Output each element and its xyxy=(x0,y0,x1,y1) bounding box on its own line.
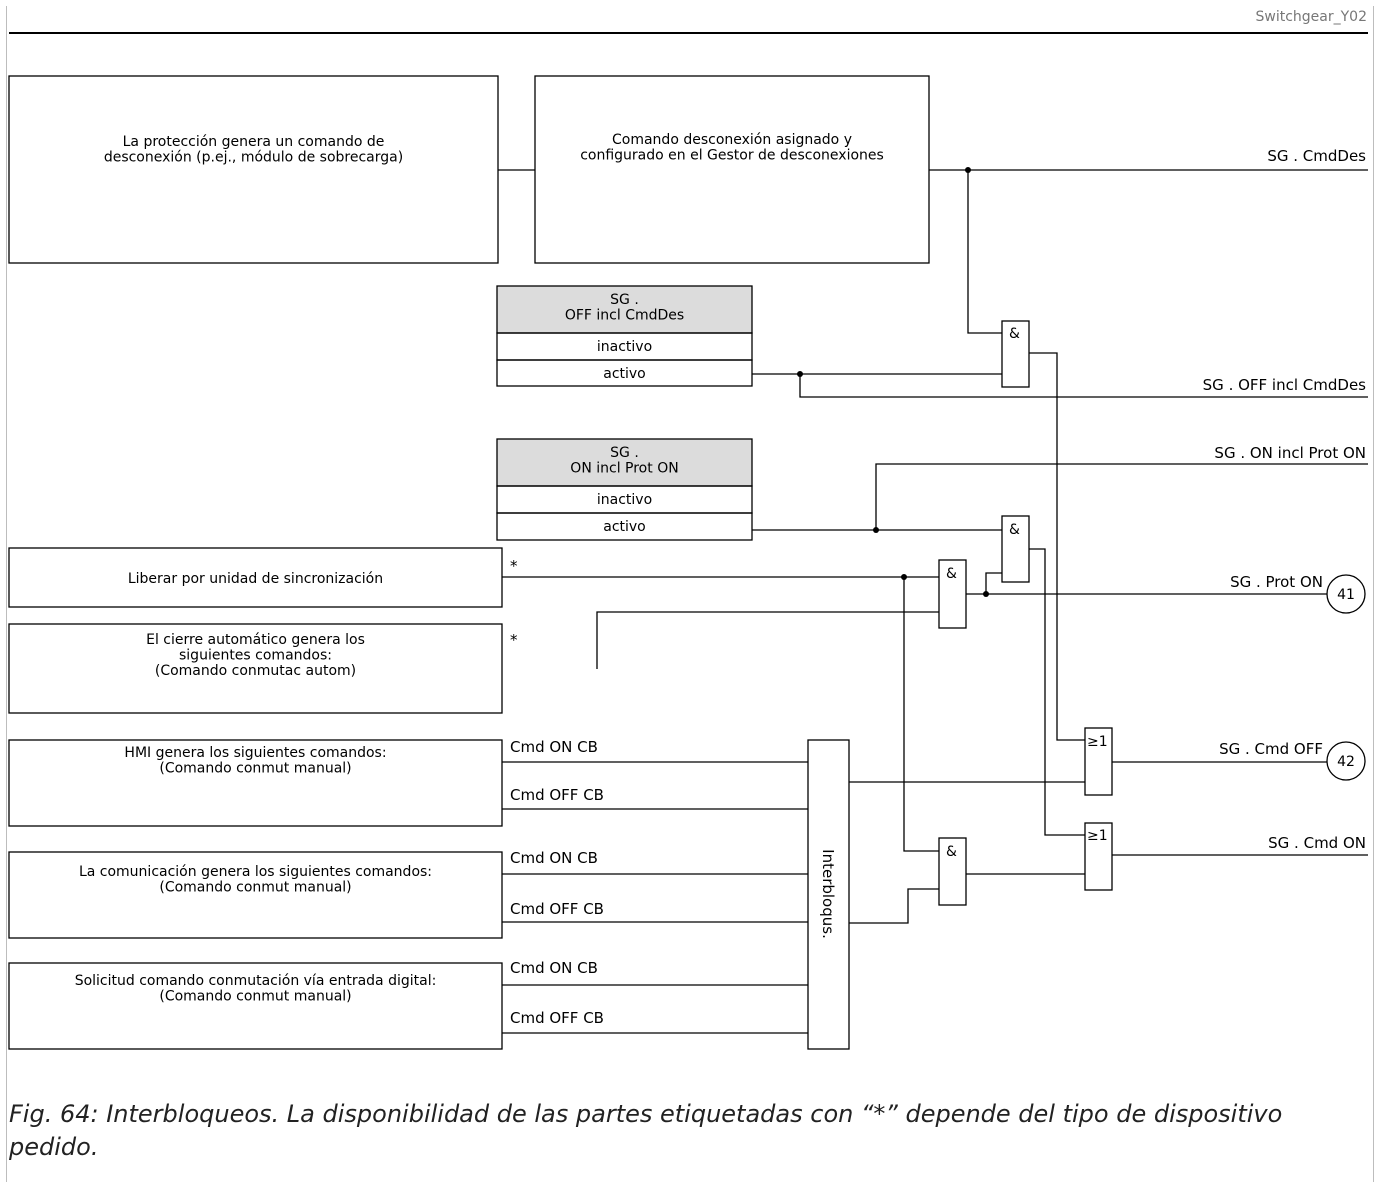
interlock-label: Interbloqus. xyxy=(819,849,837,939)
text-line: desconexión (p.ej., módulo de sobrecarga… xyxy=(104,149,403,165)
and-gate-3-symbol: & xyxy=(946,566,957,582)
text-line: El cierre automático genera los xyxy=(146,632,365,648)
asterisk-sync: * xyxy=(510,557,518,575)
output-cmd-off: SG . Cmd OFF xyxy=(1219,740,1323,758)
ref-41-label: 41 xyxy=(1337,587,1355,603)
output-cmd-des: SG . CmdDes xyxy=(1267,147,1366,165)
digital-input-text: Solicitud comando conmutación vía entrad… xyxy=(75,973,437,1004)
text-line: HMI genera los siguientes comandos: xyxy=(124,745,386,761)
ref-42-label: 42 xyxy=(1337,754,1355,770)
output-prot-on: SG . Prot ON xyxy=(1230,573,1323,591)
protection-block xyxy=(8,75,499,264)
param-on-incl-table xyxy=(496,438,753,541)
text-line: OFF incl CmdDes xyxy=(565,307,684,323)
asterisk-auto-reclose: * xyxy=(510,631,518,649)
and-gate-4 xyxy=(938,837,967,906)
and-gate-1-symbol: & xyxy=(1009,326,1020,342)
or-gate-2 xyxy=(1084,822,1113,891)
text-line: (Comando conmut manual) xyxy=(159,879,351,895)
hmi-text: HMI genera los siguientes comandos:(Coma… xyxy=(124,745,386,776)
text-line: (Comando conmut manual) xyxy=(159,988,351,1004)
output-on-incl: SG . ON incl Prot ON xyxy=(1214,444,1366,462)
param-off-incl-option-inactivo: inactivo xyxy=(597,339,652,355)
page-border xyxy=(6,6,1374,1182)
text-line: SG . xyxy=(610,445,639,461)
ref-circle-42 xyxy=(1326,741,1366,781)
or-gate-2-symbol: ≥1 xyxy=(1087,828,1108,844)
hmi-cmd-on-label: Cmd ON CB xyxy=(510,738,598,756)
output-off-incl: SG . OFF incl CmdDes xyxy=(1203,376,1367,394)
diagram-reference: Switchgear_Y02 xyxy=(1255,9,1368,25)
auto-reclose-block xyxy=(8,623,503,714)
and-gate-4-symbol: & xyxy=(946,844,957,860)
figure-caption: Fig. 64: Interbloqueos. La disponibilida… xyxy=(9,1100,1283,1161)
trip-manager-block xyxy=(534,75,930,264)
and-gate-1 xyxy=(1001,320,1030,388)
and-gate-2-symbol: & xyxy=(1009,522,1020,538)
or-gate-1-symbol: ≥1 xyxy=(1087,734,1108,750)
text-line: (Comando conmut manual) xyxy=(159,760,351,776)
hmi-block xyxy=(8,739,503,827)
text-line: SG . xyxy=(610,292,639,308)
header-rule xyxy=(9,32,1368,34)
param-off-incl-table xyxy=(496,285,753,387)
communication-block xyxy=(8,851,503,939)
di-cmd-off-label: Cmd OFF CB xyxy=(510,1009,604,1027)
wiring xyxy=(498,169,1368,1034)
hmi-cmd-off-label: Cmd OFF CB xyxy=(510,786,604,804)
interlock-block xyxy=(807,739,850,1050)
text-line: Solicitud comando conmutación vía entrad… xyxy=(75,973,437,989)
junction-dots xyxy=(797,167,989,597)
text-line: Comando desconexión asignado y xyxy=(612,132,852,148)
text-line: La protección genera un comando de xyxy=(123,134,385,150)
text-line: siguientes comandos: xyxy=(179,647,332,663)
param-on-incl-title: SG .ON incl Prot ON xyxy=(570,445,678,476)
di-cmd-on-label: Cmd ON CB xyxy=(510,959,598,977)
param-off-incl-option-activo: activo xyxy=(603,366,646,382)
comm-cmd-off-label: Cmd OFF CB xyxy=(510,900,604,918)
digital-input-block xyxy=(8,962,503,1050)
text-line: La comunicación genera los siguientes co… xyxy=(79,864,432,880)
output-cmd-on: SG . Cmd ON xyxy=(1268,834,1366,852)
communication-text: La comunicación genera los siguientes co… xyxy=(79,864,432,895)
text-line: configurado en el Gestor de desconexione… xyxy=(580,147,884,163)
text-line: ON incl Prot ON xyxy=(570,460,678,476)
text-line: (Comando conmutac autom) xyxy=(155,663,356,679)
param-off-incl-title: SG .OFF incl CmdDes xyxy=(565,292,684,323)
param-on-incl-option-activo: activo xyxy=(603,519,646,535)
param-on-incl-option-inactivo: inactivo xyxy=(597,492,652,508)
sync-release-text: Liberar por unidad de sincronización xyxy=(128,571,383,587)
comm-cmd-on-label: Cmd ON CB xyxy=(510,849,598,867)
